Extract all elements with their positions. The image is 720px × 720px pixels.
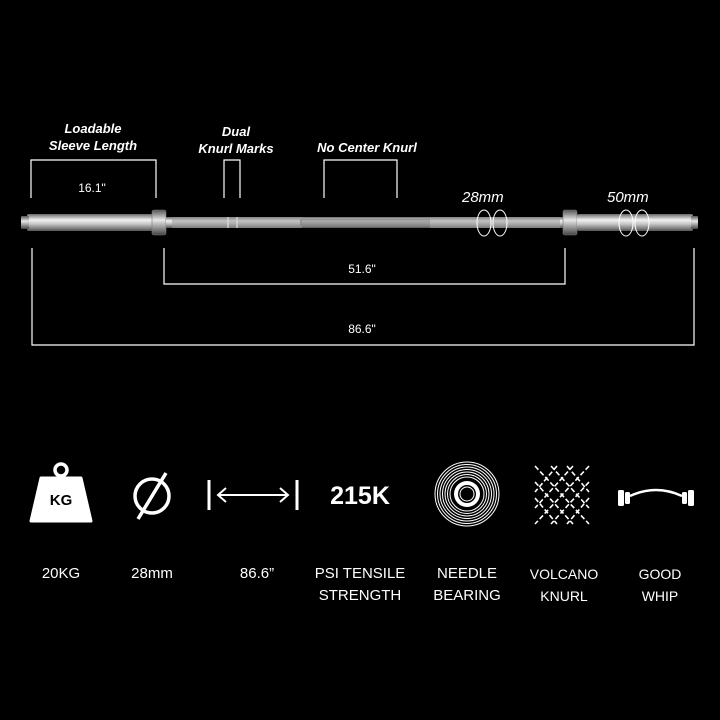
feature-label-weight: 20KG (16, 563, 106, 585)
dual-callout-line2: Knurl Marks (198, 141, 274, 156)
feature-tensile-line2: STRENGTH (318, 587, 402, 604)
sleeve-callout-line1: Loadable (64, 121, 122, 136)
right-end-cap (691, 216, 698, 229)
sleeve-diameter-ring (618, 209, 634, 237)
sleeve-length-callout: Loadable Sleeve Length (30, 120, 156, 154)
kg-badge: KG (49, 492, 73, 509)
feature-weight-line1: 20KG (41, 565, 81, 582)
sleeve-bracket (30, 159, 157, 198)
feature-label-tensile: PSI TENSILE STRENGTH (298, 563, 422, 607)
feature-label-whip: GOOD WHIP (615, 563, 705, 607)
right-knurl (430, 217, 560, 228)
shaft-diameter-label: 28mm (462, 189, 504, 206)
sleeve-callout-line2: Sleeve Length (48, 138, 138, 153)
feature-bearing-line2: BEARING (433, 587, 501, 604)
center-section (300, 219, 430, 226)
sleeve-diameter-ring (634, 209, 650, 237)
barbell-whip-icon (618, 488, 694, 506)
feature-diameter-line1: 28mm (131, 565, 173, 582)
left-collar (151, 209, 167, 236)
dual-knurl-bracket (223, 159, 241, 198)
diameter-icon (133, 472, 171, 520)
right-collar (562, 209, 578, 236)
dual-callout-line1: Dual (221, 124, 251, 139)
sleeve-length-dimension: 16.1" (78, 181, 106, 195)
shaft-diameter-ring (492, 209, 508, 237)
sleeve-diameter-label: 50mm (607, 189, 649, 206)
kettlebell-weight-icon (29, 462, 93, 523)
inner-dimension-label: 51.6" (348, 262, 376, 276)
total-dimension-label: 86.6" (348, 322, 376, 336)
barbell-diagram (21, 159, 698, 346)
no-center-knurl-callout: No Center Knurl (317, 140, 417, 155)
feature-knurl-line1: VOLCANO (529, 566, 599, 582)
feature-label-diameter: 28mm (107, 563, 197, 585)
feature-length-line1: 86.6” (239, 565, 275, 582)
feature-label-length: 86.6” (212, 563, 302, 585)
feature-bearing-line1: NEEDLE (436, 565, 498, 582)
center-bracket (323, 159, 398, 198)
length-arrow-icon (207, 480, 299, 510)
shaft-diameter-ring (476, 209, 492, 237)
feature-whip-line1: GOOD (638, 566, 682, 582)
feature-label-bearing: NEEDLE BEARING (417, 563, 517, 607)
feature-knurl-line2: KNURL (540, 588, 588, 604)
feature-label-knurl: VOLCANO KNURL (514, 563, 614, 607)
barbell (21, 209, 698, 236)
tensile-strength-value: 215K (330, 482, 390, 510)
total-dimension-line (31, 248, 695, 346)
left-sleeve (27, 214, 153, 231)
feature-whip-line2: WHIP (641, 588, 679, 604)
dual-knurl-callout: Dual Knurl Marks (184, 123, 288, 157)
volcano-knurl-icon (534, 465, 590, 525)
feature-tensile-line1: PSI TENSILE (314, 565, 406, 582)
inner-dimension-line (163, 248, 566, 285)
needle-bearing-icon (434, 461, 500, 527)
left-end-cap (21, 216, 29, 229)
